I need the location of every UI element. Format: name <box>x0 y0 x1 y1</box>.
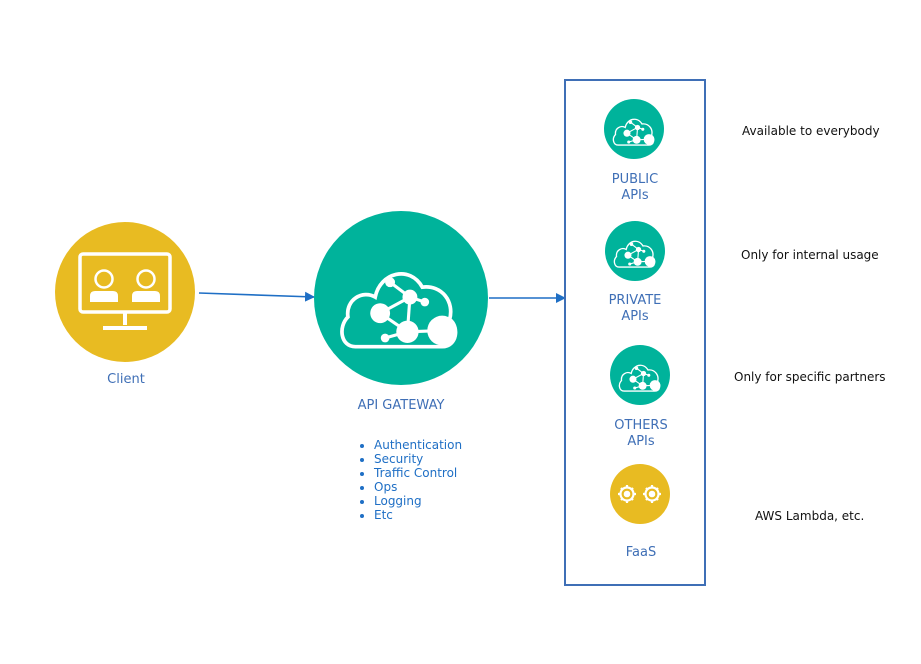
feature-item: Traffic Control <box>374 466 462 480</box>
api-gateway-label: API GATEWAY <box>357 398 445 413</box>
faas-note: AWS Lambda, etc. <box>755 509 865 523</box>
feature-item: Security <box>374 452 462 466</box>
faas-label: FaaS <box>625 545 657 560</box>
private-apis-note: Only for internal usage <box>741 248 879 262</box>
feature-item: Logging <box>374 494 462 508</box>
client-node[interactable] <box>55 222 195 362</box>
api-container-box <box>564 79 706 586</box>
public-apis-note: Available to everybody <box>742 124 880 138</box>
feature-item: Etc <box>374 508 462 522</box>
faas-node[interactable] <box>610 464 670 524</box>
feature-item: Ops <box>374 480 462 494</box>
public-apis-node[interactable] <box>604 99 664 159</box>
others-apis-note: Only for specific partners <box>734 370 886 384</box>
gears-icon <box>618 485 661 503</box>
private-apis-node[interactable] <box>605 221 665 281</box>
private-apis-label: PRIVATE APIs <box>608 293 662 324</box>
feature-item: Authentication <box>374 438 462 452</box>
public-apis-label: PUBLIC APIs <box>611 172 659 203</box>
api-gateway-node[interactable] <box>314 211 488 385</box>
gateway-feature-list: Authentication Security Traffic Control … <box>358 438 462 522</box>
monitor-users-icon <box>78 252 172 330</box>
others-apis-label: OTHERS APIs <box>614 418 668 449</box>
others-apis-node[interactable] <box>610 345 670 405</box>
client-label: Client <box>107 372 145 387</box>
client-to-gateway-arrow <box>198 291 315 302</box>
